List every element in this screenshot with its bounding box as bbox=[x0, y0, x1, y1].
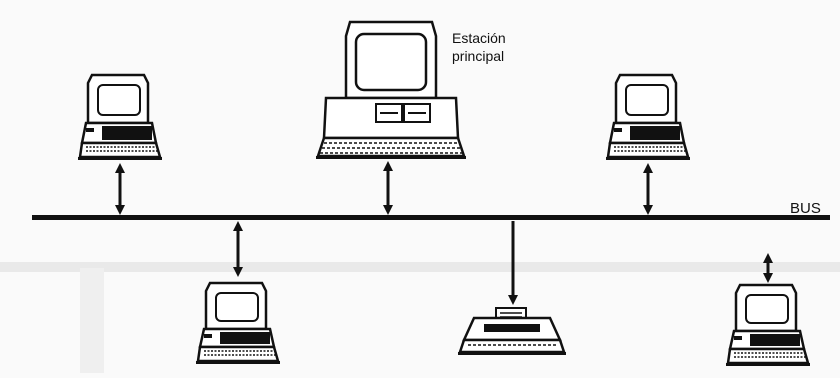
terminal-top-right bbox=[606, 73, 690, 160]
main-station-label-line2: principal bbox=[452, 48, 505, 64]
terminal-bottom-right bbox=[726, 283, 810, 366]
main-station-label-line1: Estación bbox=[452, 30, 506, 46]
background-smudge bbox=[80, 268, 104, 373]
terminal-top-left bbox=[78, 73, 162, 160]
bus-line bbox=[32, 215, 830, 220]
connectors bbox=[115, 161, 773, 305]
bus-label: BUS bbox=[790, 200, 821, 217]
terminal-bottom-left bbox=[196, 281, 280, 364]
main-station bbox=[316, 20, 466, 159]
background-band bbox=[0, 262, 840, 272]
printer bbox=[458, 307, 566, 355]
